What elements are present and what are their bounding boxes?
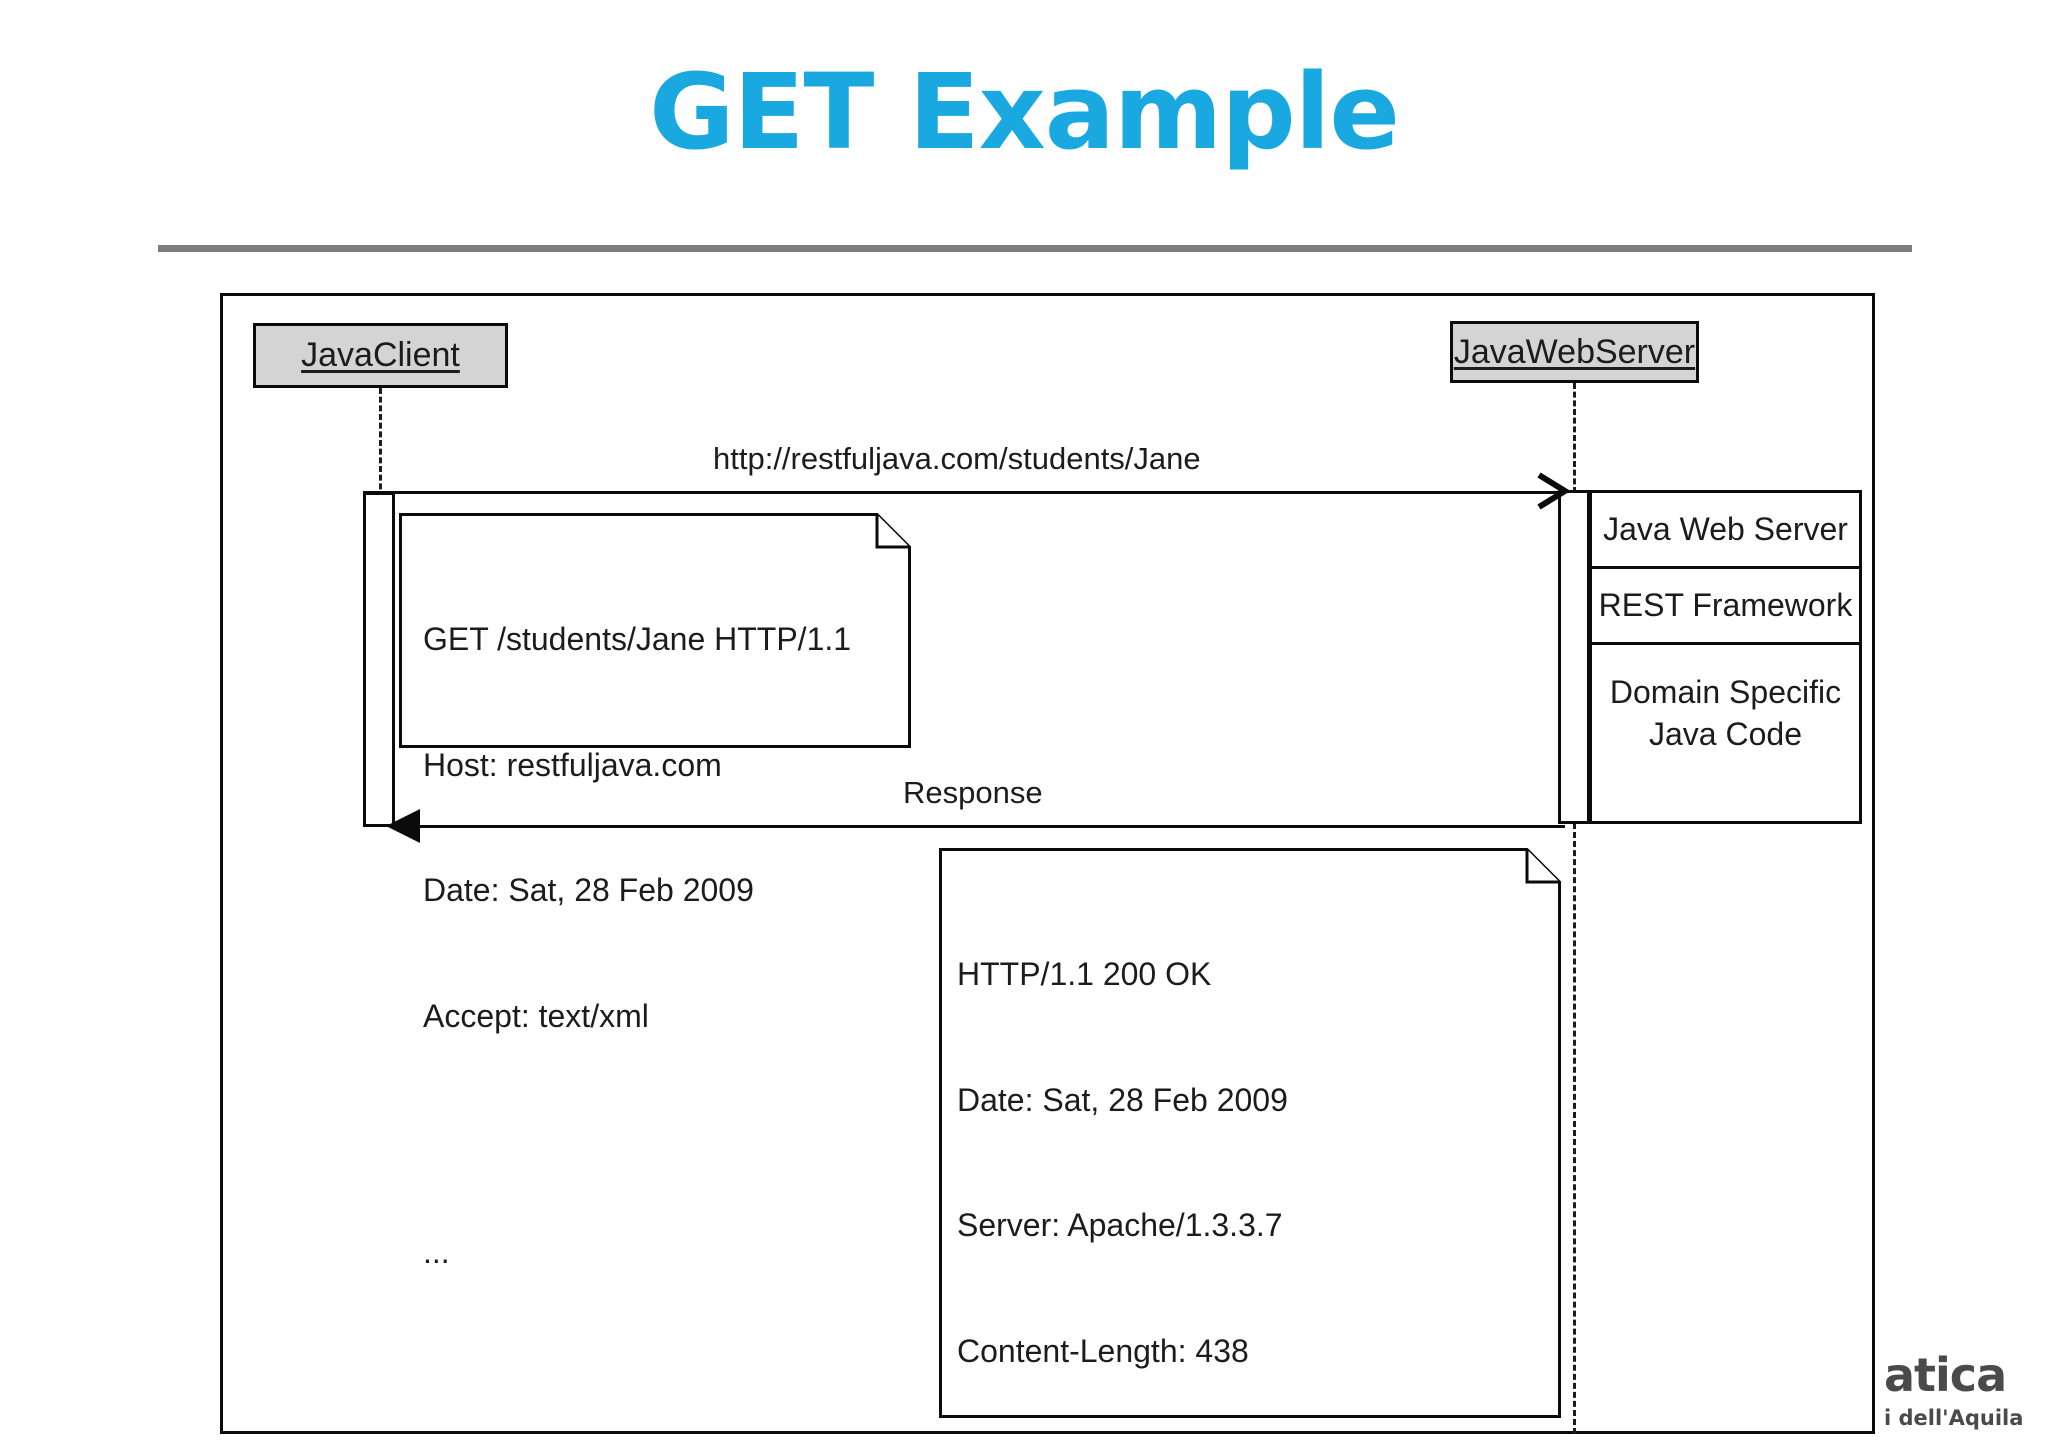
note-http-request: GET /students/Jane HTTP/1.1 Host: restfu… [399, 513, 911, 1270]
title-divider [158, 245, 1912, 252]
note-shape-response-icon [939, 848, 1561, 1418]
lifeline-client [379, 388, 382, 498]
lifeline-head-javaclient[interactable]: JavaClient [253, 323, 508, 388]
stack-cell-rest-framework[interactable]: REST Framework [1592, 569, 1859, 645]
note-line: HTTP/1.1 200 OK [957, 955, 1212, 992]
activation-bar-server [1558, 490, 1590, 824]
lifeline-head-label: JavaWebServer [1453, 332, 1696, 371]
arrowhead-filled-left-icon [384, 807, 422, 845]
note-shape-request-icon [399, 513, 911, 748]
logo-sub-text: i dell'Aquila [1884, 1406, 2024, 1430]
note-response-text: HTTP/1.1 200 OK Date: Sat, 28 Feb 2009 S… [939, 848, 1561, 1447]
note-http-response: HTTP/1.1 200 OK Date: Sat, 28 Feb 2009 S… [939, 848, 1561, 1418]
lifeline-server-bottom [1573, 823, 1576, 1434]
note-line: Date: Sat, 28 Feb 2009 [423, 872, 754, 909]
lifeline-head-label: JavaClient [301, 336, 460, 374]
note-line: Accept: text/xml [423, 997, 649, 1034]
note-request-text: GET /students/Jane HTTP/1.1 Host: restfu… [399, 513, 911, 1357]
note-line: GET /students/Jane HTTP/1.1 [423, 620, 852, 657]
server-component-stack: Java Web Server REST Framework Domain Sp… [1589, 490, 1862, 824]
sequence-diagram-frame: JavaClient JavaWebServer http://restfulj… [220, 293, 1875, 1434]
note-line: Host: restfuljava.com [423, 746, 722, 783]
message-label-response: Response [903, 775, 1043, 810]
stack-cell-java-web-server[interactable]: Java Web Server [1592, 493, 1859, 569]
message-line-response [395, 825, 1565, 828]
note-line: Date: Sat, 28 Feb 2009 [957, 1081, 1288, 1118]
lifeline-server-top [1573, 383, 1576, 493]
note-line: Server: Apache/1.3.3.7 [957, 1207, 1283, 1244]
note-line: ... [423, 1233, 450, 1270]
logo-main-text: atica [1884, 1348, 2007, 1402]
note-line: Content-Length: 438 [957, 1332, 1249, 1369]
lifeline-head-javawebserver[interactable]: JavaWebServer [1450, 321, 1699, 383]
logo-watermark: atica i dell'Aquila [1884, 1352, 2023, 1429]
note-spacer [423, 1122, 911, 1148]
arrowhead-open-right-icon [1535, 471, 1571, 511]
activation-bar-client [363, 492, 395, 827]
page-title: GET Example [649, 51, 1400, 173]
message-line-request [363, 491, 1563, 494]
message-label-request: http://restfuljava.com/students/Jane [713, 441, 1201, 476]
stack-cell-domain-specific-java-code[interactable]: Domain Specific Java Code [1609, 674, 1842, 752]
